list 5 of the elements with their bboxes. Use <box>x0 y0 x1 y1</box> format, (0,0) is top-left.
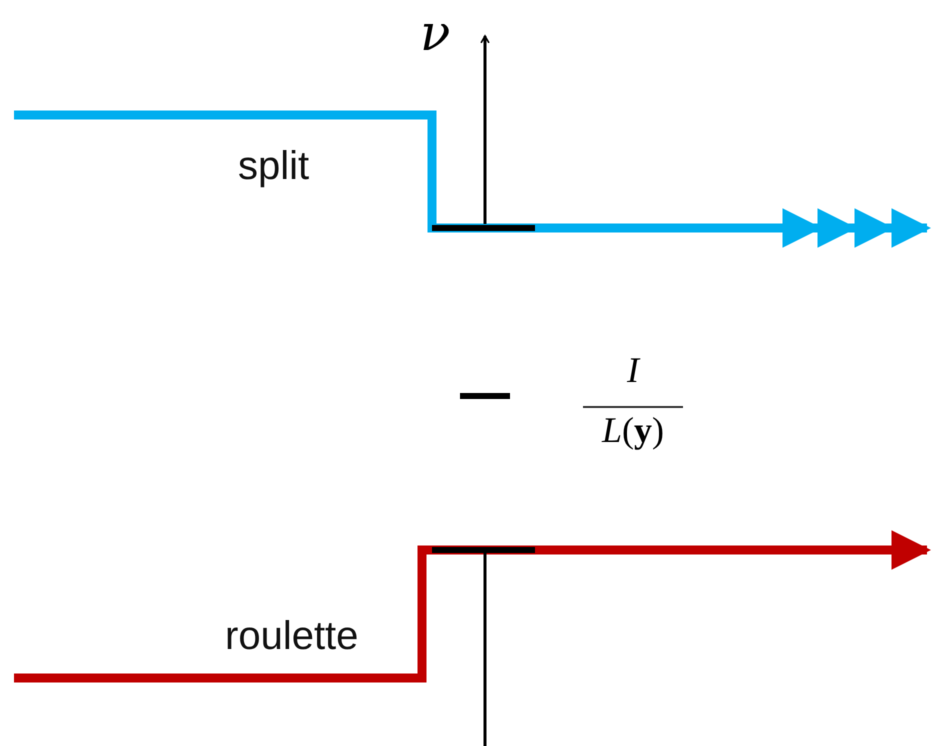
axis-label: ν <box>420 8 450 58</box>
fraction-numerator: I <box>626 352 642 388</box>
split-label: split <box>238 146 310 186</box>
roulette-label: roulette <box>225 616 358 656</box>
fraction-denominator: L(y) <box>600 412 666 448</box>
